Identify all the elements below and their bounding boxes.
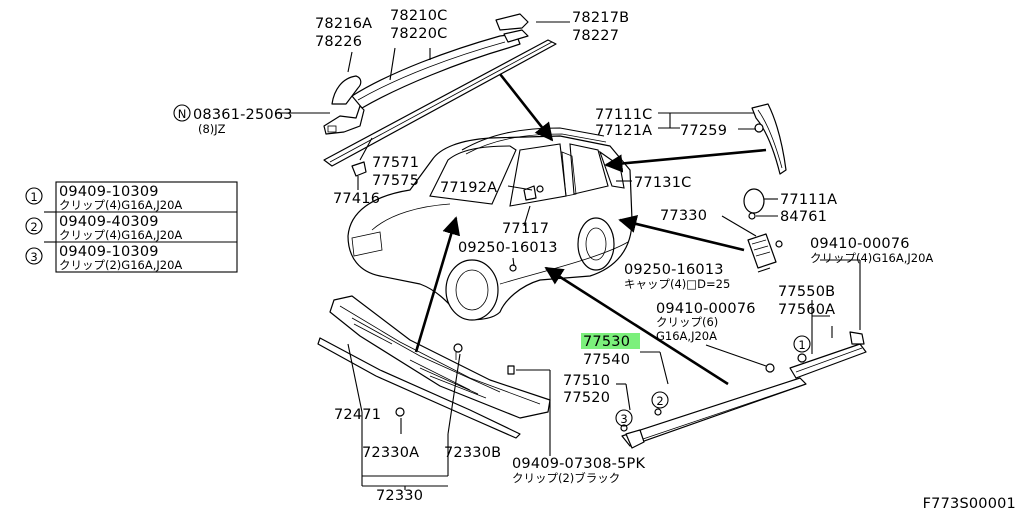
callout-2: 2 [656, 394, 663, 408]
label-08361-25063[interactable]: 08361-25063 [193, 107, 293, 123]
label-77259[interactable]: 77259 [680, 123, 727, 139]
assembly-arrows [414, 73, 767, 386]
sill-leaders [616, 259, 861, 411]
legend-part-number: 09409-10309 [59, 244, 159, 260]
label-77111C[interactable]: 77111C [595, 107, 652, 123]
label-84761[interactable]: 84761 [780, 209, 827, 225]
side-vent-drawing [721, 215, 783, 273]
label-78220C[interactable]: 78220C [390, 26, 447, 42]
label-78216A[interactable]: 78216A [315, 16, 372, 32]
callout-circle-2 [25, 217, 43, 235]
legend-row-3[interactable]: 3 09409-10309 クリップ(2)G16A,J20A [25, 244, 182, 272]
legend-num: 1 [30, 190, 37, 204]
callout-3: 3 [620, 412, 627, 426]
vehicle-leaders [507, 180, 632, 267]
label-09410-b-desc2: G16A,J20A [656, 329, 717, 343]
label-72330B[interactable]: 72330B [444, 445, 501, 461]
label-77121A[interactable]: 77121A [595, 123, 652, 139]
label-77330[interactable]: 77330 [660, 208, 707, 224]
label-78217B[interactable]: 78217B [572, 10, 629, 26]
cowl-leaders [347, 343, 551, 477]
part-labels: 78216A 78226 78210C 78220C 78217B 78227 … [173, 8, 1016, 512]
legend-description: クリップ(2)G16A,J20A [59, 258, 182, 272]
label-77560A[interactable]: 77560A [778, 302, 835, 318]
legend-row-2[interactable]: 2 09409-40309 クリップ(4)G16A,J20A [25, 214, 182, 242]
label-77192A[interactable]: 77192A [440, 180, 497, 196]
label-78226[interactable]: 78226 [315, 34, 362, 50]
label-78210C[interactable]: 78210C [390, 8, 447, 24]
label-09409-07308-5PK[interactable]: 09409-07308-5PK [512, 456, 645, 472]
callout-circle-1 [25, 187, 43, 205]
label-09250-desc: キャップ(4)□D=25 [624, 277, 730, 291]
cowl-top-drawing [317, 295, 551, 439]
label-09410-00076-b[interactable]: 09410-00076 [656, 301, 756, 317]
legend-description: クリップ(4)G16A,J20A [59, 228, 182, 242]
side-sill-molding-drawing [620, 331, 867, 449]
legend-row-1[interactable]: 1 09409-10309 クリップ(4)G16A,J20A [25, 184, 182, 212]
diagram-id: F773S00001 [923, 496, 1016, 512]
label-77117[interactable]: 77117 [502, 221, 549, 237]
label-09410-00076-a[interactable]: 09410-00076 [810, 236, 910, 252]
label-09250-16013-a[interactable]: 09250-16013 [458, 240, 558, 256]
rear-pillar-garnish-drawing [751, 103, 787, 175]
legend-part-number: 09409-40309 [59, 214, 159, 230]
label-77571[interactable]: 77571 [372, 155, 419, 171]
label-72471[interactable]: 72471 [334, 407, 381, 423]
roof-leaders [275, 21, 570, 190]
label-08361-qty: (8)JZ [198, 122, 226, 136]
label-77550B[interactable]: 77550B [778, 284, 835, 300]
label-77530[interactable]: 77530 [583, 334, 630, 350]
label-09409-desc: クリップ(2)ブラック [512, 471, 620, 485]
label-09250-16013-b[interactable]: 09250-16013 [624, 262, 724, 278]
callout-1: 1 [798, 338, 805, 352]
highlight-box [581, 333, 640, 349]
group-bracket-72330 [361, 476, 448, 490]
legend-num: 3 [30, 250, 37, 264]
nut-symbol-text: N [178, 107, 187, 121]
roof-rail-drawing [323, 13, 557, 177]
label-77111A[interactable]: 77111A [780, 192, 837, 208]
clip-legend-table: 1 09409-10309 クリップ(4)G16A,J20A 2 09409-4… [25, 181, 238, 273]
label-77416[interactable]: 77416 [333, 191, 380, 207]
legend-part-number: 09409-10309 [59, 184, 159, 200]
fuel-lid-drawing [743, 188, 778, 220]
sill-callouts: 1 2 3 [615, 335, 811, 427]
label-72330A[interactable]: 72330A [362, 445, 419, 461]
label-09410-a-desc: クリップ(4)G16A,J20A [810, 251, 933, 265]
label-78227[interactable]: 78227 [572, 28, 619, 44]
label-77520[interactable]: 77520 [563, 390, 610, 406]
label-77575[interactable]: 77575 [372, 173, 419, 189]
label-77131C[interactable]: 77131C [634, 175, 691, 191]
callout-circle-3 [25, 247, 43, 265]
legend-num: 2 [30, 220, 37, 234]
label-77510[interactable]: 77510 [563, 373, 610, 389]
label-72330[interactable]: 72330 [376, 488, 423, 504]
nut-symbol-icon [173, 104, 191, 122]
label-77540[interactable]: 77540 [583, 352, 630, 368]
label-09410-b-desc1: クリップ(6) [656, 315, 718, 329]
right-upper-leaders [658, 112, 756, 130]
legend-description: クリップ(4)G16A,J20A [59, 198, 182, 212]
